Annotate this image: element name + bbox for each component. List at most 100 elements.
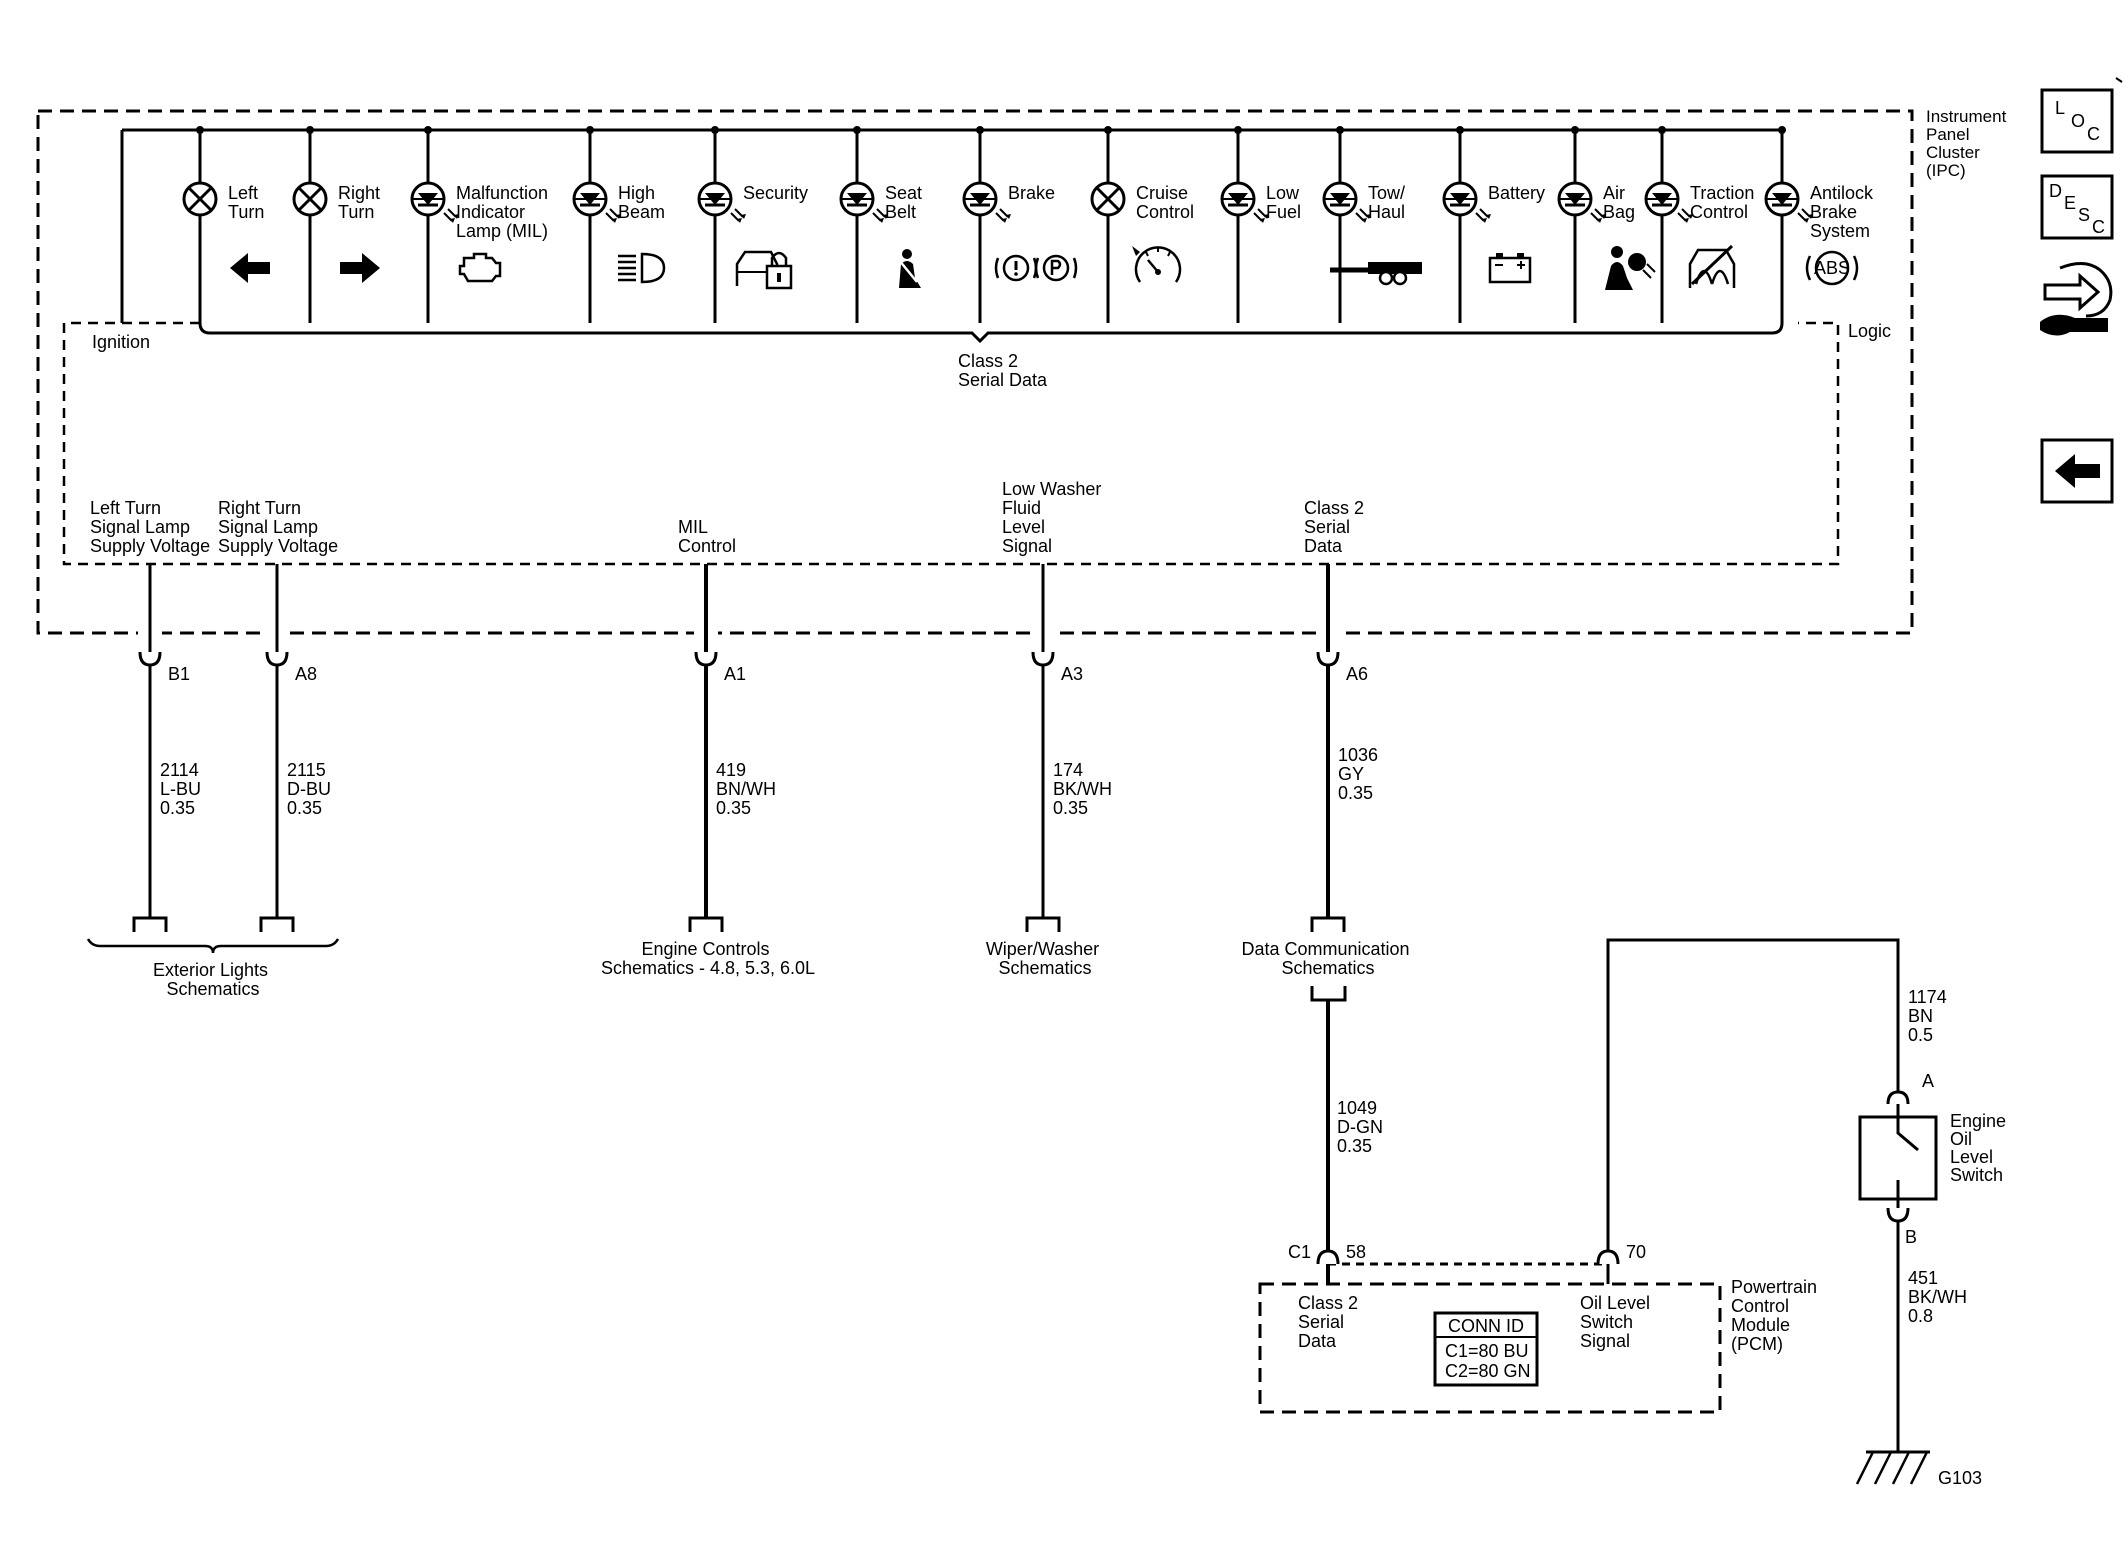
bulb-icon [1090,181,1126,217]
indicator-label: Brake [1008,183,1055,203]
led-icon [1220,181,1269,223]
security-icon [735,250,793,290]
led-icon [962,181,1011,223]
ipc-pin-id: A3 [1061,664,1083,684]
wrench-hand-icon[interactable] [2040,262,2113,336]
desc-letter-d: D [2049,181,2062,201]
conn-id-row-2: C2=80 GN [1445,1361,1531,1381]
oil-switch-pin-a [1886,1090,1910,1105]
ipc-boundary [36,109,1914,635]
air-bag-icon [1605,246,1656,290]
led-icon [572,181,621,223]
abs-icon: ABS [1805,250,1859,286]
wiper-washer-ref: Wiper/Washer Schematics [986,939,1104,978]
ipc-title: Instrument Panel Cluster (IPC) [1926,107,2011,180]
ipc-logic-boundary [62,321,1840,566]
cruise-icon [1132,246,1182,283]
loc-button[interactable]: L O C [2040,88,2114,154]
oil-switch-pin-b-label: B [1905,1227,1917,1247]
conn-id-box [1433,1311,1539,1387]
led-icon [1557,181,1606,223]
indicator-security: Security [697,126,808,323]
ipc-pin-id: A6 [1346,664,1368,684]
abs-symbol-text: ABS [1814,258,1850,278]
left-arrow-icon [230,253,270,283]
class2-bus-bracket [198,322,1784,344]
pcm-serial-label: Class 2 Serial Data [1298,1293,1363,1351]
brake-icon [994,254,1078,282]
battery-icon [1488,253,1532,284]
loc-letter-o: O [2071,111,2085,131]
led-icon [410,181,459,223]
left-arrow-icon [2055,454,2100,488]
wire-1049-label: 1049 D-GN 0.35 [1337,1098,1388,1156]
led-icon [839,181,888,223]
datacomm-lower-connector [1310,986,1347,1002]
desc-letter-s: S [2078,205,2090,225]
ipc-pin-id: B1 [168,664,190,684]
ground-label: G103 [1938,1468,1982,1488]
engine-icon [458,252,502,283]
oil-switch-contact [1896,1117,1919,1199]
high-beam-icon [618,252,666,284]
led-icon [1644,181,1693,223]
exterior-lights-brace [86,938,340,954]
conn-id-title: CONN ID [1448,1316,1524,1336]
wire-1174 [1606,938,1900,1251]
indicator-battery: Battery [1442,126,1545,323]
oil-switch-title: Engine Oil Level Switch [1950,1111,2011,1185]
pcm-title: Powertrain Control Module (PCM) [1731,1277,1822,1354]
tow-icon [1330,262,1422,286]
seat-belt-icon [898,249,921,288]
pcm-connector-c1: C1 [1288,1242,1311,1262]
exterior-lights-ref: Exterior Lights Schematics [153,960,273,999]
bulb-icon [292,181,328,217]
ignition-feed [120,128,1782,323]
class2-bus-label: Class 2 Serial Data [958,351,1048,390]
desc-letter-e: E [2064,193,2076,213]
wire-1174-label: 1174 BN 0.5 [1908,987,1952,1045]
conn-id-row-1: C1=80 BU [1445,1341,1529,1361]
pcm-pin-70: 70 [1626,1242,1646,1262]
led-icon [1442,181,1491,223]
data-comm-ref: Data Communication Schematics [1241,939,1414,978]
desc-button[interactable]: D E S C [2040,174,2114,240]
desc-letter-c: C [2092,217,2105,237]
loc-letter-c: C [2087,124,2100,144]
ipc-pin-id: A1 [724,664,746,684]
ground-symbol [1855,1450,1930,1485]
pcm-pin70-connector [1596,1249,1620,1265]
indicator-label: Tow/Haul [1368,183,1405,222]
traction-icon [1688,244,1736,288]
indicator-brake: Brake [962,126,1078,323]
oil-switch-pin-b [1886,1207,1910,1223]
ipc-pin-id: A8 [295,664,317,684]
oil-switch-pin-a-label: A [1922,1071,1934,1091]
back-button[interactable] [2040,438,2114,504]
right-arrow-icon [340,253,380,283]
